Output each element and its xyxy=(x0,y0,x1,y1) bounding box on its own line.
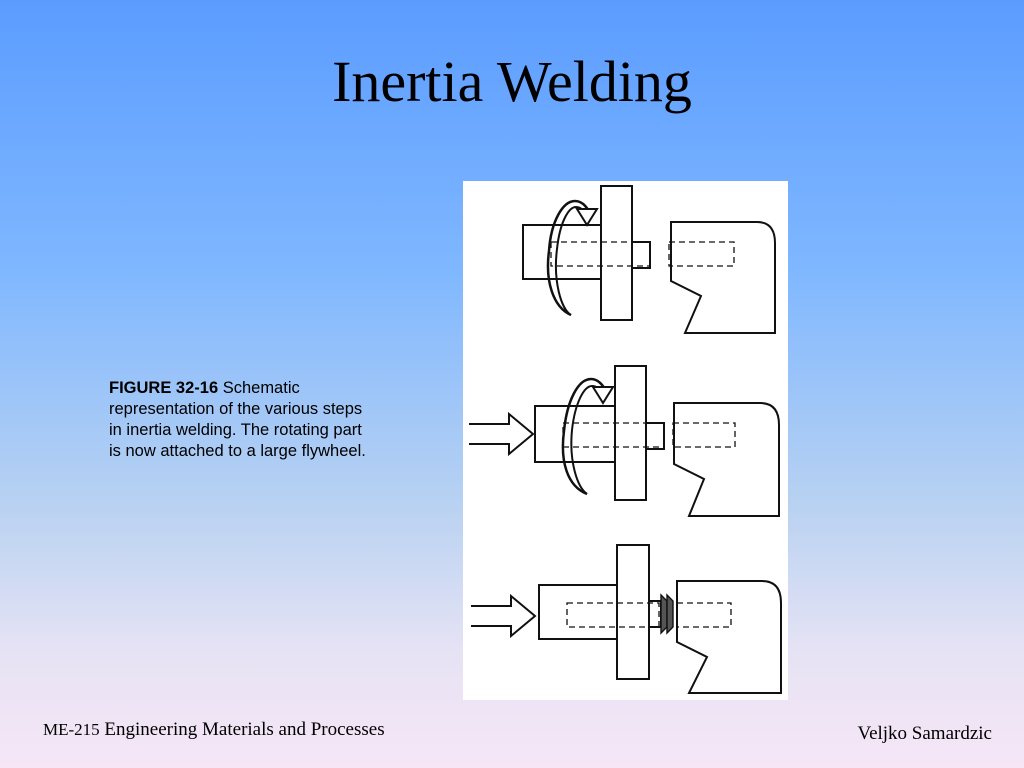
figure-label: FIGURE 32-16 xyxy=(109,379,219,397)
rotating-shaft xyxy=(522,224,602,280)
inertia-welding-schematic xyxy=(463,181,788,700)
figure-caption: FIGURE 32-16 Schematic representation of… xyxy=(109,378,371,462)
step-1-parts-separated xyxy=(522,185,776,334)
flywheel-plate xyxy=(600,185,633,321)
course-name: Engineering Materials and Processes xyxy=(99,719,385,740)
slide-title: Inertia Welding xyxy=(332,49,692,114)
step-3-welded xyxy=(471,544,782,694)
footer-author: Veljko Samardzic xyxy=(857,723,992,744)
rotating-stub xyxy=(631,241,651,269)
footer-course: ME-215 Engineering Materials and Process… xyxy=(43,719,385,741)
caption-text: Schematic representation of the various … xyxy=(109,379,366,460)
rotation-arrow-icon xyxy=(546,199,599,317)
weld-flash xyxy=(660,593,674,635)
course-code: ME-215 xyxy=(43,720,100,739)
stationary-part xyxy=(670,221,776,334)
step-2-force-applied xyxy=(469,365,780,517)
force-arrow-icon xyxy=(469,411,535,457)
